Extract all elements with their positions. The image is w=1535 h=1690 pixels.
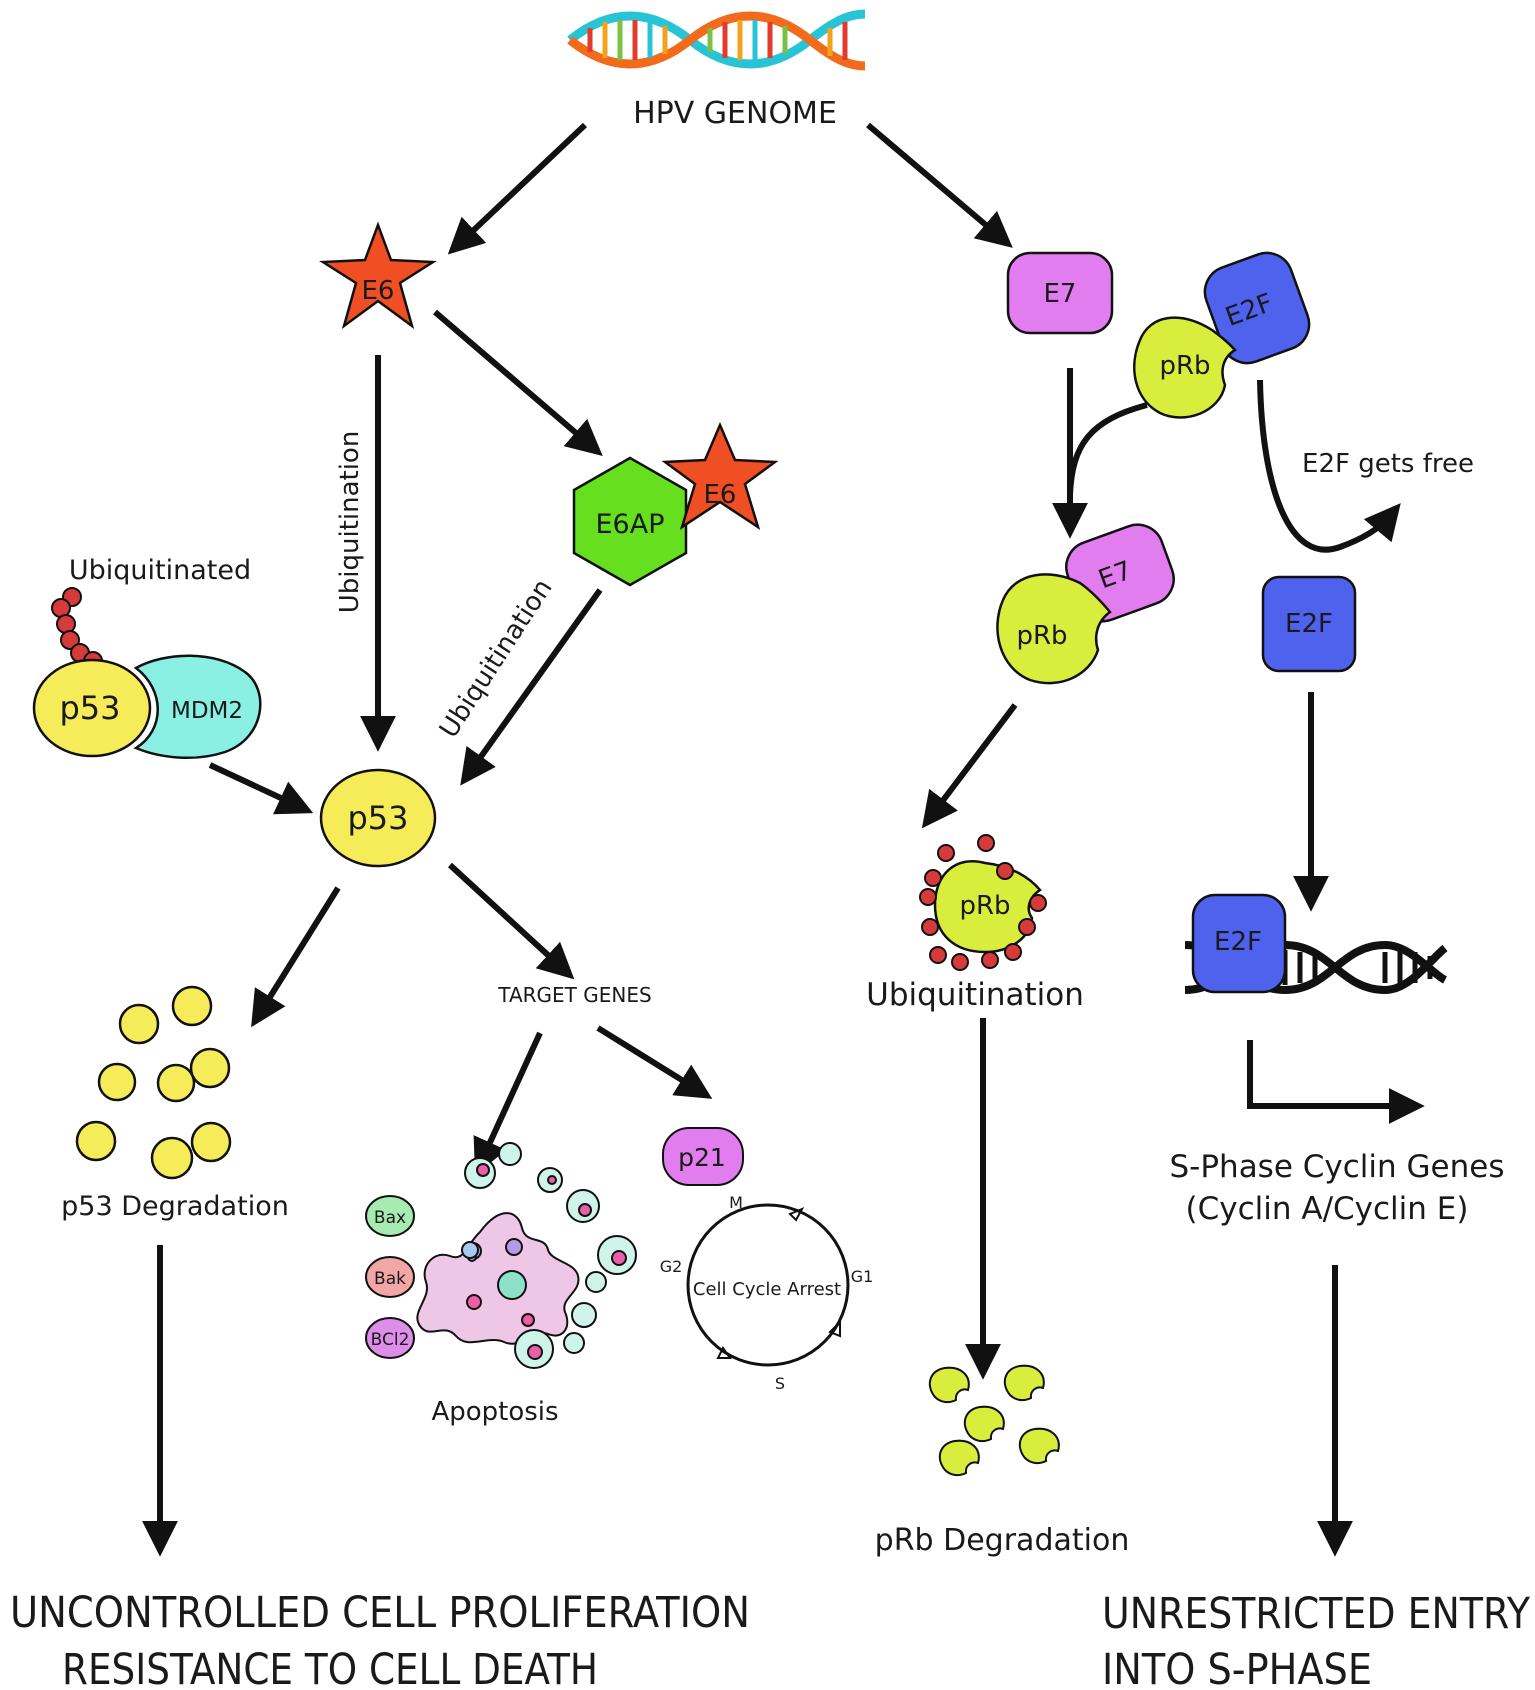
prb-e7-complex: E7 pRb (996, 523, 1175, 685)
s-phase-genes-line2: (Cyclin A/Cyclin E) (1186, 1191, 1469, 1227)
cell-cycle-arrest-label: Cell Cycle Arrest (693, 1279, 841, 1300)
arrow-e6ap-to-p53 (460, 588, 603, 786)
ubiquitin-dots-icon (919, 834, 1047, 971)
p53-mdm2-label: p53 (59, 689, 120, 727)
e6ap-e6-complex: E6AP E6 (572, 421, 779, 587)
hpv-genome-label: HPV GENOME (633, 96, 837, 131)
edge-label-ubiquitination-vertical: Ubiquitination (335, 431, 365, 614)
bcl2-protein-icon (365, 1317, 415, 1359)
arrow-p53-to-degradation (251, 886, 341, 1028)
phase-g2-label: G2 (660, 1257, 683, 1276)
e6ap-hexagon-icon (572, 456, 688, 587)
e7-protein-icon (1006, 251, 1114, 335)
arrow-p53-to-target-genes (447, 862, 575, 980)
mdm2-shape-icon (133, 654, 262, 760)
p53-center-label: p53 (347, 799, 408, 837)
outcome-left-line1: UNCONTROLLED CELL PROLIFERATION (10, 1588, 750, 1638)
p21-label: p21 (678, 1143, 726, 1172)
e2f-dna-icon (1191, 893, 1287, 994)
e6-label: E6 (362, 276, 395, 306)
arrow-mdm2-to-p53 (208, 762, 314, 815)
apoptosis-label: Apoptosis (431, 1397, 558, 1427)
outcome-left-line2: RESISTANCE TO CELL DEATH (62, 1645, 598, 1690)
p53-degradation-label: p53 Degradation (61, 1191, 289, 1222)
phase-g1-label: G1 (851, 1267, 874, 1286)
bax-protein-icon (365, 1195, 415, 1237)
e2f-free-label: E2F (1285, 609, 1333, 639)
bcl2-label: BCl2 (371, 1330, 410, 1350)
p53-fragments-icon (75, 985, 232, 1180)
prb-fragments-icon (928, 1364, 1060, 1477)
p21-protein-icon (662, 1127, 744, 1186)
e7-label: E7 (1044, 279, 1077, 309)
arrow-genome-to-e6 (447, 122, 588, 255)
e2f-dna-label: E2F (1214, 927, 1262, 957)
arrow-prb-joins-e7 (1067, 402, 1148, 496)
e6-star-icon (319, 221, 437, 330)
mdm2-label: MDM2 (171, 698, 243, 724)
prb-ubiquitinated-label: pRb (959, 891, 1010, 921)
ubiquitination-right-label: Ubiquitination (866, 977, 1084, 1013)
apoptotic-cell-icon (416, 1142, 637, 1369)
prb-ubiquitinated: pRb (919, 834, 1047, 971)
pathway-arrows (142, 122, 1425, 1557)
e6-bound-star-icon (661, 421, 779, 530)
e2f-complex-icon (1203, 251, 1311, 365)
phase-s-label: S (775, 1374, 785, 1393)
phase-m-label: M (729, 1193, 743, 1212)
bak-protein-icon (365, 1256, 415, 1298)
outcome-right-line1: UNRESTRICTED ENTRY (1102, 1589, 1531, 1639)
prb-e7-prb-label: pRb (1016, 621, 1067, 651)
arrow-target-to-p21 (596, 1025, 713, 1099)
bax-label: Bax (374, 1208, 406, 1228)
e2f-dna-complex: E2F (1184, 893, 1448, 995)
prb-e2f-complex: E2F pRb (1133, 251, 1311, 419)
arrow-target-to-apoptosis (473, 1031, 543, 1176)
ubiquitin-chain-icon (51, 587, 103, 671)
prb-e7-prb-icon (996, 573, 1112, 685)
e6-bound-label: E6 (704, 480, 737, 510)
arrow-prb-e7-to-ubiquitination (921, 703, 1018, 829)
p53-circle-icon (319, 768, 437, 868)
arrow-genome-to-e7 (866, 122, 1013, 248)
cell-cycle-icon (686, 1203, 850, 1367)
dna-helix-icon (567, 9, 866, 71)
s-phase-genes-line1: S-Phase Cyclin Genes (1169, 1149, 1504, 1185)
ubiquitinated-label: Ubiquitinated (69, 555, 251, 586)
arrow-e2f-gets-free (1257, 379, 1401, 553)
prb-degradation-label: pRb Degradation (875, 1523, 1130, 1558)
p53-mdm2-circle-icon (32, 658, 152, 758)
e2f-gets-free-label: E2F gets free (1302, 449, 1474, 479)
e6ap-label: E6AP (596, 509, 665, 540)
e2f-free-icon (1261, 575, 1357, 673)
e6-protein: E6 (319, 221, 437, 330)
arrow-e6-to-e6ap (433, 309, 603, 456)
arrow-transcription-start (1247, 1040, 1425, 1124)
prb-complex-icon (1133, 316, 1237, 419)
edge-label-ubiquitination-diagonal: Ubiquitination (434, 574, 559, 743)
bak-label: Bak (374, 1269, 406, 1289)
target-genes-label: TARGET GENES (497, 983, 651, 1007)
outcome-right-line2: INTO S-PHASE (1102, 1645, 1372, 1690)
prb-complex-label: pRb (1159, 351, 1210, 381)
